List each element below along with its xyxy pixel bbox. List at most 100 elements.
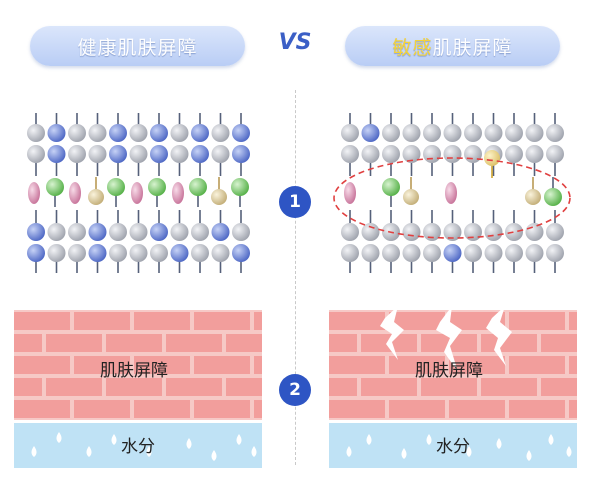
lipid-molecule	[445, 182, 457, 204]
barrier-brick	[46, 378, 102, 396]
lipid-molecule	[148, 178, 166, 207]
lipid-molecule	[231, 178, 249, 207]
lipid-molecule	[129, 113, 148, 142]
barrier-brick	[106, 334, 162, 352]
barrier-brick	[194, 312, 250, 330]
lipid-molecule	[361, 244, 380, 273]
step-badge-1: 1	[279, 186, 311, 218]
barrier-brick	[74, 400, 130, 418]
step-badge-2: 2	[279, 374, 311, 406]
lipid-molecule	[361, 145, 380, 163]
lipid-molecule	[525, 177, 541, 205]
lipid-molecule	[211, 145, 230, 163]
water-label-right: 水分	[436, 437, 470, 457]
lipid-molecule	[464, 244, 482, 273]
lipid-molecule	[464, 113, 482, 142]
lipid-molecule	[443, 244, 462, 273]
lipid-molecule	[525, 244, 544, 273]
lipid-molecule	[382, 244, 400, 273]
lipid-molecule	[341, 145, 359, 163]
lipid-molecule	[46, 178, 64, 207]
lipid-molecule	[131, 182, 143, 204]
lipid-molecule	[344, 182, 356, 204]
barrier-brick	[569, 400, 577, 418]
lipid-molecule	[88, 244, 107, 273]
lipid-molecule	[403, 177, 419, 205]
lipid-molecule	[172, 182, 184, 204]
water-layer	[329, 423, 577, 468]
lipid-molecule	[382, 145, 400, 163]
barrier-brick	[134, 312, 190, 330]
lipid-molecule	[546, 145, 564, 163]
lipid-molecule	[525, 223, 544, 241]
barrier-brick	[329, 378, 357, 396]
sensitive-barrier-title: 敏感肌肤屏障	[345, 26, 560, 66]
sensitive-highlight-text: 敏感	[392, 36, 433, 59]
lipid-molecule	[88, 223, 107, 241]
lipid-molecule	[47, 113, 66, 142]
lipid-molecule	[170, 113, 189, 142]
lipid-molecule	[211, 223, 230, 241]
sensitive-title-rest-text: 肌肤屏障	[432, 36, 513, 59]
lipid-molecule	[191, 113, 209, 142]
barrier-brick	[361, 378, 417, 396]
barrier-brick	[329, 356, 385, 374]
barrier-brick	[226, 334, 262, 352]
water-drop-icon	[31, 446, 37, 457]
barrier-brick	[541, 378, 577, 396]
lipid-molecule	[68, 113, 86, 142]
lipid-molecule	[129, 244, 148, 273]
water-drop-icon	[426, 434, 432, 445]
water-drop-icon	[496, 438, 502, 449]
lipid-molecule	[68, 223, 86, 241]
water-drop-icon	[401, 448, 407, 459]
lipid-molecule	[361, 113, 380, 142]
water-drop-icon	[211, 450, 217, 461]
barrier-brick	[329, 312, 385, 330]
lipid-molecule	[191, 244, 209, 273]
crack-icon	[486, 306, 512, 366]
lipid-molecule	[27, 145, 45, 163]
water-drop-icon	[56, 432, 62, 443]
center-divider	[295, 90, 296, 465]
lipid-molecule	[464, 223, 482, 241]
damaged-lipid-zone-outline	[333, 157, 571, 239]
barrier-brick	[166, 378, 222, 396]
lipid-molecule	[68, 244, 86, 273]
lipid-molecule	[211, 244, 230, 273]
barrier-brick	[421, 378, 477, 396]
lipid-molecule	[361, 223, 380, 241]
barrier-brick	[194, 356, 250, 374]
lipid-molecule	[191, 145, 209, 163]
lipid-molecule	[402, 113, 421, 142]
lipid-molecule	[88, 177, 104, 205]
barrier-brick	[449, 356, 505, 374]
barrier-brick	[449, 400, 505, 418]
water-drop-icon	[466, 446, 472, 457]
barrier-brick	[509, 312, 565, 330]
barrier-label-right: 肌肤屏障	[415, 361, 483, 381]
crack-icon	[436, 306, 462, 372]
lipid-molecule	[443, 113, 462, 142]
water-label-left: 水分	[121, 437, 155, 457]
barrier-brick	[389, 400, 445, 418]
lipid-molecule	[423, 113, 441, 142]
lipid-molecule	[505, 223, 523, 241]
healthy-barrier-title: 健康肌肤屏障	[30, 26, 245, 66]
lipid-molecule	[47, 223, 66, 241]
barrier-brick	[134, 400, 190, 418]
vs-label: VS	[278, 30, 312, 55]
lipid-molecule	[28, 182, 40, 204]
lipid-molecule	[129, 223, 148, 241]
barrier-brick	[14, 334, 42, 352]
water-drop-icon	[251, 446, 257, 457]
barrier-brick	[254, 312, 262, 330]
barrier-brick	[329, 334, 357, 352]
lipid-molecule	[47, 145, 66, 163]
barrier-brick	[329, 400, 385, 418]
lipid-molecule	[341, 113, 359, 142]
lipid-molecule	[27, 113, 45, 142]
lipid-molecule	[109, 244, 127, 273]
lipid-molecule	[232, 244, 250, 273]
